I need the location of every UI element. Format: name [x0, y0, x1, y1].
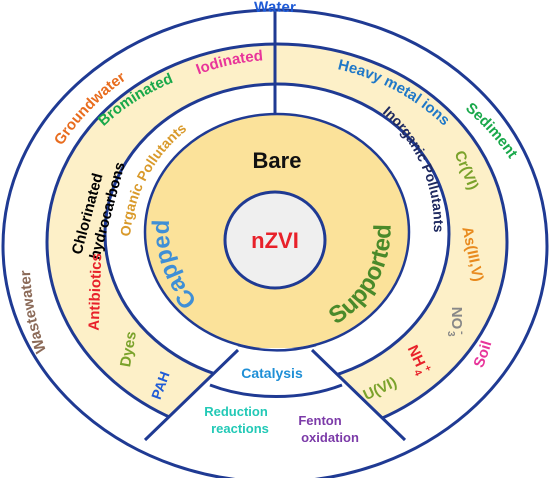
svg-text:3: 3	[445, 331, 456, 337]
label-fenton-1: Fenton	[298, 413, 341, 428]
label-no3: NO 3 -	[445, 307, 468, 337]
label-reduction-1: Reduction	[204, 404, 268, 419]
label-bare: Bare	[253, 148, 302, 173]
label-dyes: Dyes	[117, 330, 140, 368]
label-reduction-2: reactions	[211, 421, 269, 436]
center-circle	[223, 190, 327, 290]
svg-text:+: +	[421, 363, 434, 373]
divider-left-bottom	[143, 348, 240, 442]
label-fenton-2: oxidation	[301, 430, 359, 445]
svg-text:-: -	[456, 331, 468, 335]
label-water: Water	[254, 0, 296, 16]
catalysis-arc	[209, 383, 343, 399]
label-antibiotics: Antibiotics	[86, 253, 106, 331]
svg-text:4: 4	[411, 368, 424, 378]
label-catalysis: Catalysis	[241, 365, 303, 381]
svg-text:NO: NO	[448, 307, 465, 330]
divider-right-bottom	[310, 348, 407, 442]
label-nzvi: nZVI	[251, 228, 299, 253]
